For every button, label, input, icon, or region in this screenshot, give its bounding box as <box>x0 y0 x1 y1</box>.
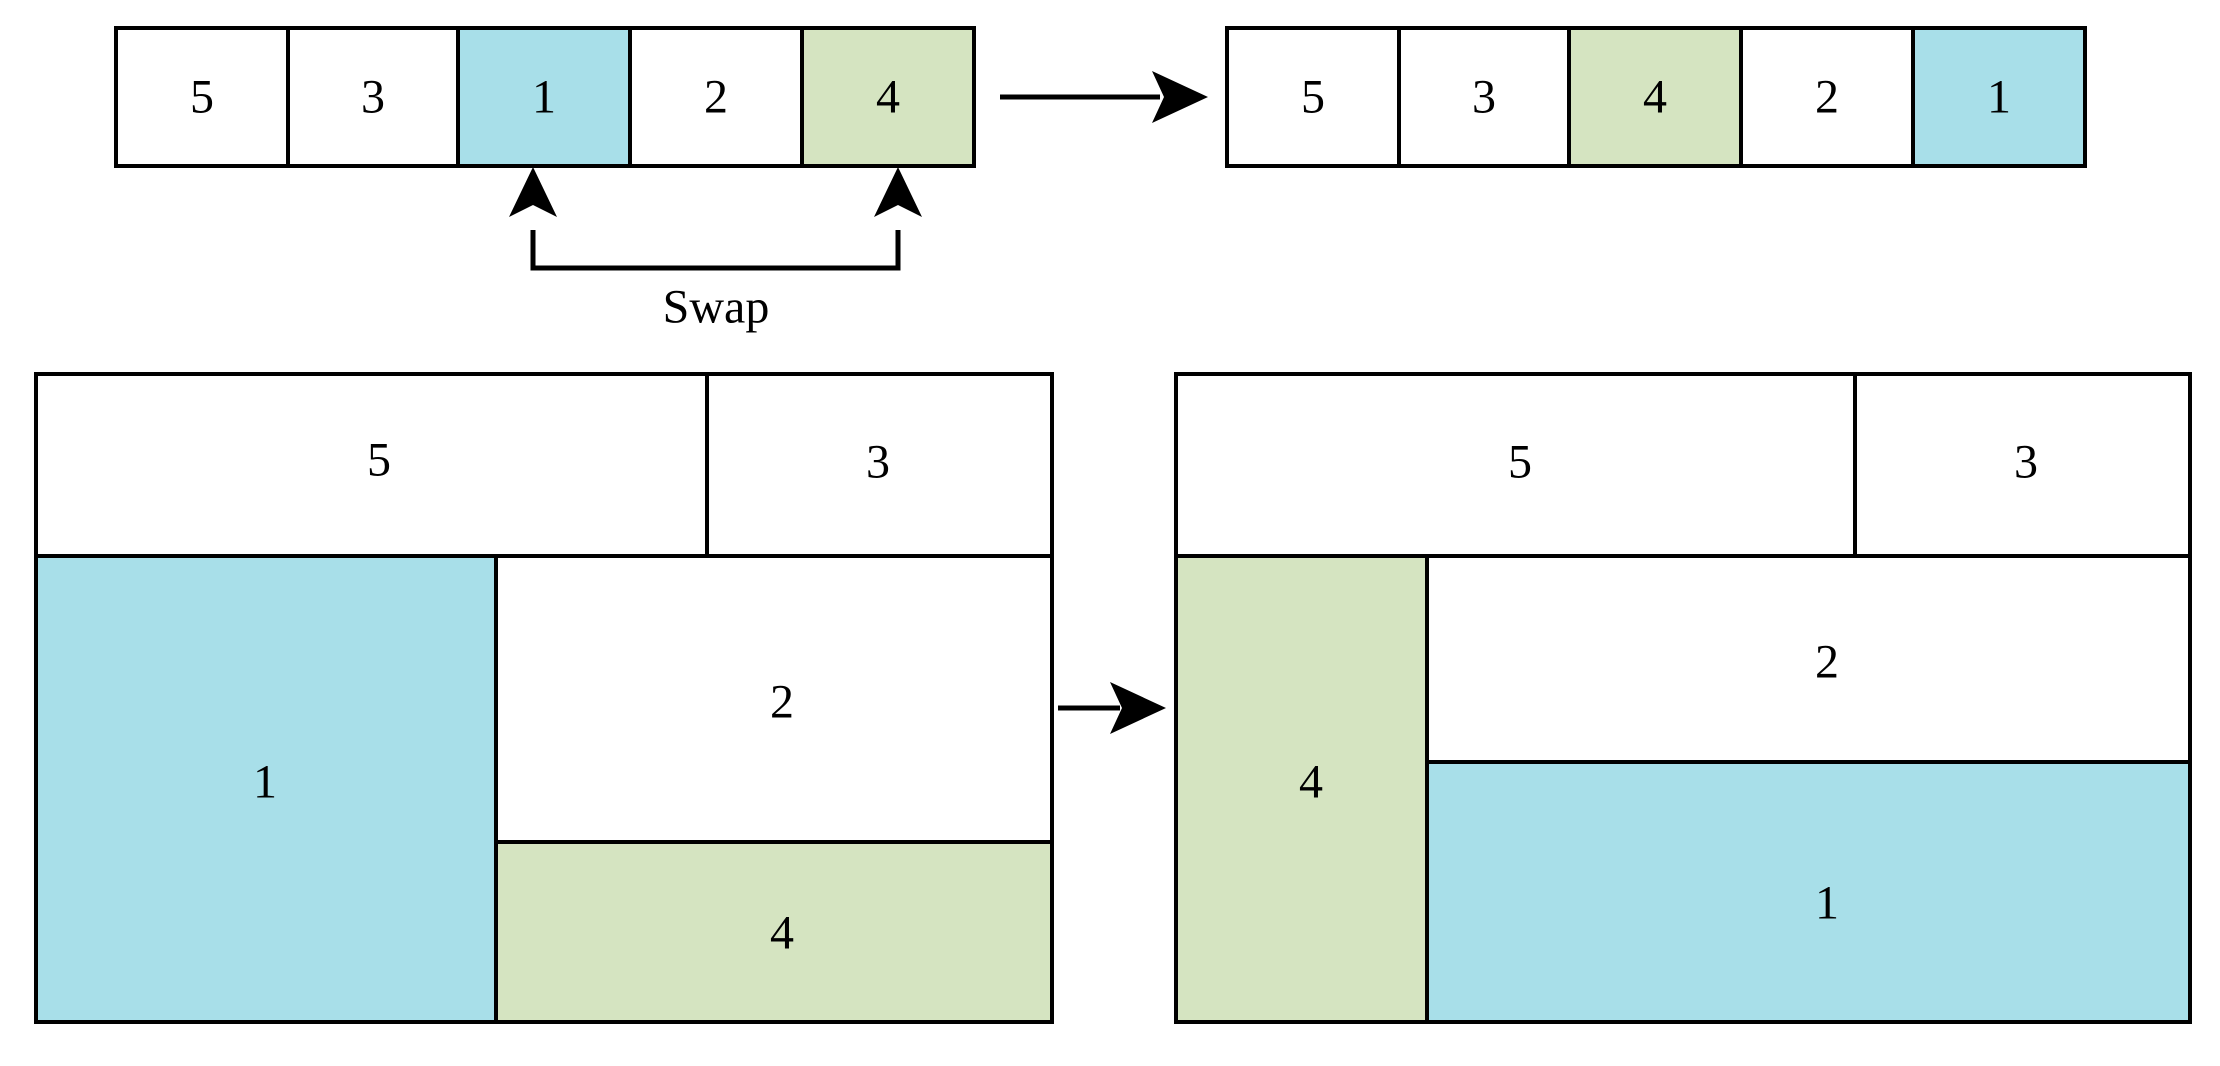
layout-after-block-2-box <box>1425 554 2192 764</box>
layout-after-block-5: 5 <box>1174 372 1857 558</box>
layout-before-block-4-box <box>494 840 1054 1024</box>
layout-before-block-5-label: 5 <box>367 434 391 487</box>
layout-after-block-2: 2 <box>1425 554 2192 764</box>
layout-after-block-1-label: 1 <box>1815 877 1839 930</box>
seq-after-cell-1: 5 <box>1225 26 1401 168</box>
seq-before-cell-5: 4 <box>800 26 976 168</box>
layout-before-block-1-box <box>34 554 498 1024</box>
swap-label: Swap <box>663 281 770 334</box>
seq-after-cell-5: 1 <box>1911 26 2087 168</box>
top-arrow-head-icon <box>1152 71 1208 123</box>
seq-after-cell-4: 2 <box>1739 26 1915 168</box>
swap-bracket-line <box>530 230 901 271</box>
seq-before-cell-5-box <box>800 26 976 168</box>
seq-before-cell-1-label: 5 <box>190 71 214 124</box>
seq-before-cell-4-label: 2 <box>704 71 728 124</box>
layout-before-block-2-box <box>494 554 1054 844</box>
seq-after-cell-4-label: 2 <box>1815 71 1839 124</box>
layout-after-block-4-box <box>1174 554 1429 1024</box>
seq-after-cell-5-label: 1 <box>1987 71 2011 124</box>
seq-after-cell-3-label: 4 <box>1643 71 1667 124</box>
layout-before-block-1-label: 1 <box>253 756 277 809</box>
swap-arrowhead-left-icon <box>509 167 557 217</box>
layout-before-block-3-box <box>705 372 1054 558</box>
seq-before-cell-2-label: 3 <box>361 71 385 124</box>
layout-after: 5 3 4 2 1 <box>1174 372 2192 1024</box>
seq-before-cell-1: 5 <box>114 26 290 168</box>
seq-before-cell-2-box <box>286 26 460 168</box>
seq-before-cell-3: 1 <box>456 26 632 168</box>
swap-connector: Swap <box>509 167 922 334</box>
swap-arrowhead-right-icon <box>874 167 922 217</box>
seq-before-cell-1-box <box>114 26 290 168</box>
layout-before-block-2: 2 <box>494 554 1054 844</box>
seq-after-cell-4-box <box>1739 26 1915 168</box>
layout-before-block-5-box <box>34 372 709 558</box>
seq-after-cell-3: 4 <box>1567 26 1743 168</box>
layout-before-block-4: 4 <box>494 840 1054 1024</box>
layout-before-block-1: 1 <box>34 554 498 1024</box>
layout-before-block-4-label: 4 <box>770 907 794 960</box>
bottom-transition-arrow <box>1058 682 1166 734</box>
layout-before-block-3-label: 3 <box>866 436 890 489</box>
layout-after-block-3: 3 <box>1853 372 2192 558</box>
sequence-after: 5 3 4 2 1 <box>1225 26 2087 168</box>
sequence-before: 5 3 1 2 4 <box>114 26 976 168</box>
seq-before-cell-4: 2 <box>628 26 804 168</box>
layout-before: 5 3 1 2 4 <box>34 372 1054 1024</box>
seq-before-cell-2: 3 <box>286 26 460 168</box>
seq-before-cell-3-label: 1 <box>532 71 556 124</box>
seq-after-cell-2: 3 <box>1397 26 1571 168</box>
seq-after-cell-2-label: 3 <box>1472 71 1496 124</box>
seq-before-cell-5-label: 4 <box>876 71 900 124</box>
layout-after-block-4: 4 <box>1174 554 1429 1024</box>
layout-after-block-3-box <box>1853 372 2192 558</box>
layout-after-block-2-label: 2 <box>1815 636 1839 689</box>
seq-after-cell-5-box <box>1911 26 2087 168</box>
seq-before-cell-3-box <box>456 26 632 168</box>
layout-after-block-1: 1 <box>1425 760 2192 1024</box>
seq-after-cell-1-label: 5 <box>1301 71 1325 124</box>
layout-after-block-1-box <box>1425 760 2192 1024</box>
layout-before-block-3: 3 <box>705 372 1054 558</box>
bottom-arrow-head-icon <box>1110 682 1166 734</box>
layout-before-block-2-label: 2 <box>770 676 794 729</box>
layout-after-block-5-label: 5 <box>1508 436 1532 489</box>
layout-after-block-3-label: 3 <box>2014 436 2038 489</box>
layout-after-block-5-box <box>1174 372 1857 558</box>
layout-after-block-4-label: 4 <box>1299 756 1323 809</box>
layout-before-block-5: 5 <box>34 372 709 558</box>
top-transition-arrow <box>1000 71 1208 123</box>
